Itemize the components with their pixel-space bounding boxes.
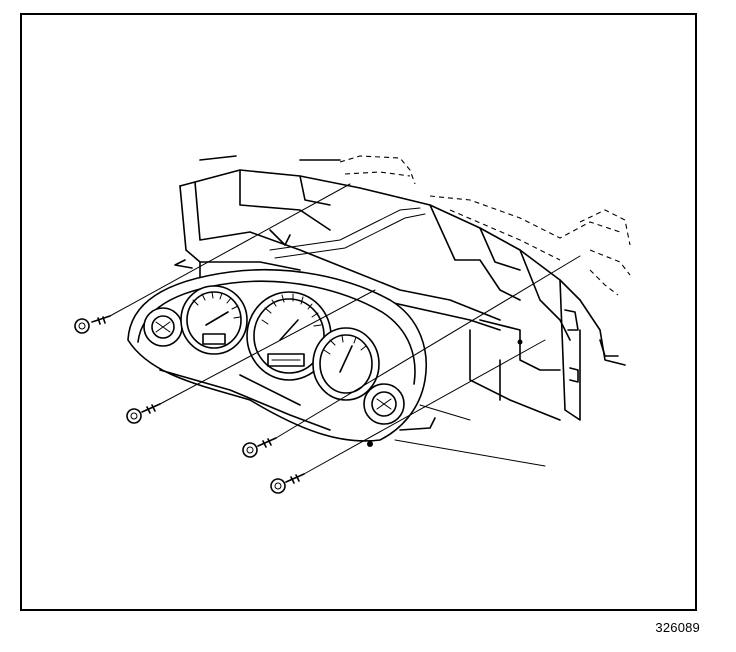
bolt-4-leader-line xyxy=(303,339,546,475)
gauge-left-small xyxy=(143,307,183,347)
fuel-temp-gauge xyxy=(312,327,380,401)
bolt-2-leader-line xyxy=(159,289,376,405)
bolt-1 xyxy=(74,315,111,334)
tachometer-gauge xyxy=(180,285,248,355)
dash-pad-phantom-outline xyxy=(339,155,631,296)
dash-carrier-structure xyxy=(174,155,626,467)
right-bracket-details xyxy=(367,309,619,447)
bolt-2 xyxy=(126,403,161,424)
figure-id-label: 326089 xyxy=(655,620,700,635)
bolt-3-leader-line xyxy=(275,255,581,439)
gauge-right-small xyxy=(363,383,405,425)
bolt-1-leader-line xyxy=(109,183,351,317)
bolt-3 xyxy=(242,437,277,458)
bolt-4 xyxy=(270,473,305,494)
